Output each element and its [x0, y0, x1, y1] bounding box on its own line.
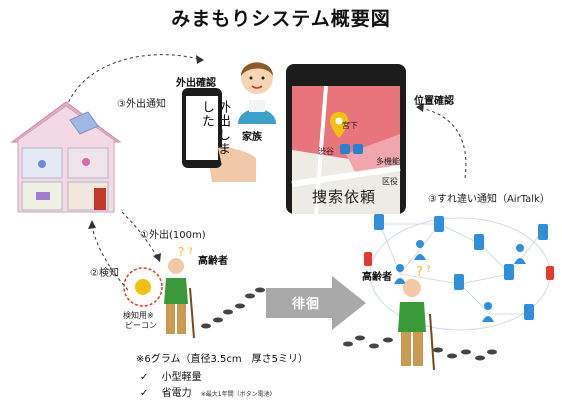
- phone-message: 外出しました: [199, 100, 230, 156]
- map-label-shibuya: 渋谷: [318, 147, 334, 156]
- spec-compact-row: ✓ 小型軽量: [140, 368, 202, 383]
- elderly-person-right: ? ?: [392, 262, 438, 372]
- airtalk-network: [364, 214, 554, 331]
- outing-notice-arrow: [61, 54, 203, 126]
- check-icon: ✓: [140, 388, 149, 399]
- svg-text:?: ?: [178, 245, 184, 259]
- map-label-ward-office: 区役: [382, 177, 398, 186]
- detection-arrow: [91, 224, 129, 291]
- beacon-icon: [122, 266, 164, 308]
- beacon-label-line2: ビーコン: [125, 321, 157, 330]
- outing-notice-label: ③外出通知: [117, 99, 166, 110]
- family-avatar: [234, 50, 280, 124]
- footprints-right-a: [343, 335, 393, 349]
- elderly-left-label: 高齢者: [198, 256, 228, 267]
- outing-distance-label: ①外出(100m): [140, 230, 206, 241]
- page-title: みまもりシステム概要図: [171, 8, 391, 30]
- passing-notice-label: ③すれ違い通知（AirTalk）: [428, 194, 550, 205]
- spec-power-note: ※最大1年間（ボタン電池）: [200, 391, 276, 398]
- map-phone: [286, 64, 406, 214]
- svg-text:?: ?: [416, 265, 423, 280]
- family-phone-illustration: [178, 86, 258, 182]
- check-icon: ✓: [140, 372, 149, 383]
- footprints-left: [201, 287, 265, 329]
- family-label: 家族: [242, 132, 262, 143]
- search-request-label: 捜索依頼: [312, 188, 377, 206]
- spec-power: 省電力: [161, 388, 192, 399]
- elderly-person-left: ? ?: [158, 244, 198, 340]
- spec-compact: 小型軽量: [161, 372, 202, 383]
- svg-text:?: ?: [188, 247, 193, 257]
- passing-notice-arrow: [419, 107, 467, 179]
- detection-label: ②検知: [90, 268, 119, 279]
- spec-weight: ※6グラム（直径3.5cm 厚さ5ミリ）: [136, 354, 308, 365]
- location-pin-icon: [330, 112, 348, 138]
- wandering-label: 徘徊: [292, 297, 321, 312]
- house-illustration: [8, 92, 126, 224]
- footprints-right-b: [433, 347, 497, 361]
- map-label-multipurpose: 多機能: [376, 157, 400, 166]
- outing-distance-arrow: [121, 211, 159, 259]
- outing-confirm-label: 外出確認: [176, 78, 216, 89]
- svg-text:?: ?: [426, 265, 431, 275]
- beacon-label-line1: 検知用※: [123, 311, 154, 320]
- spec-power-row: ✓ 省電力 ※最大1年間（ボタン電池）: [140, 384, 276, 399]
- location-confirm-label: 位置確認: [414, 96, 454, 107]
- elderly-right-label: 高齢者: [362, 272, 392, 283]
- map-label-miyashita: 宮下: [342, 121, 358, 130]
- wandering-arrow: [266, 276, 366, 330]
